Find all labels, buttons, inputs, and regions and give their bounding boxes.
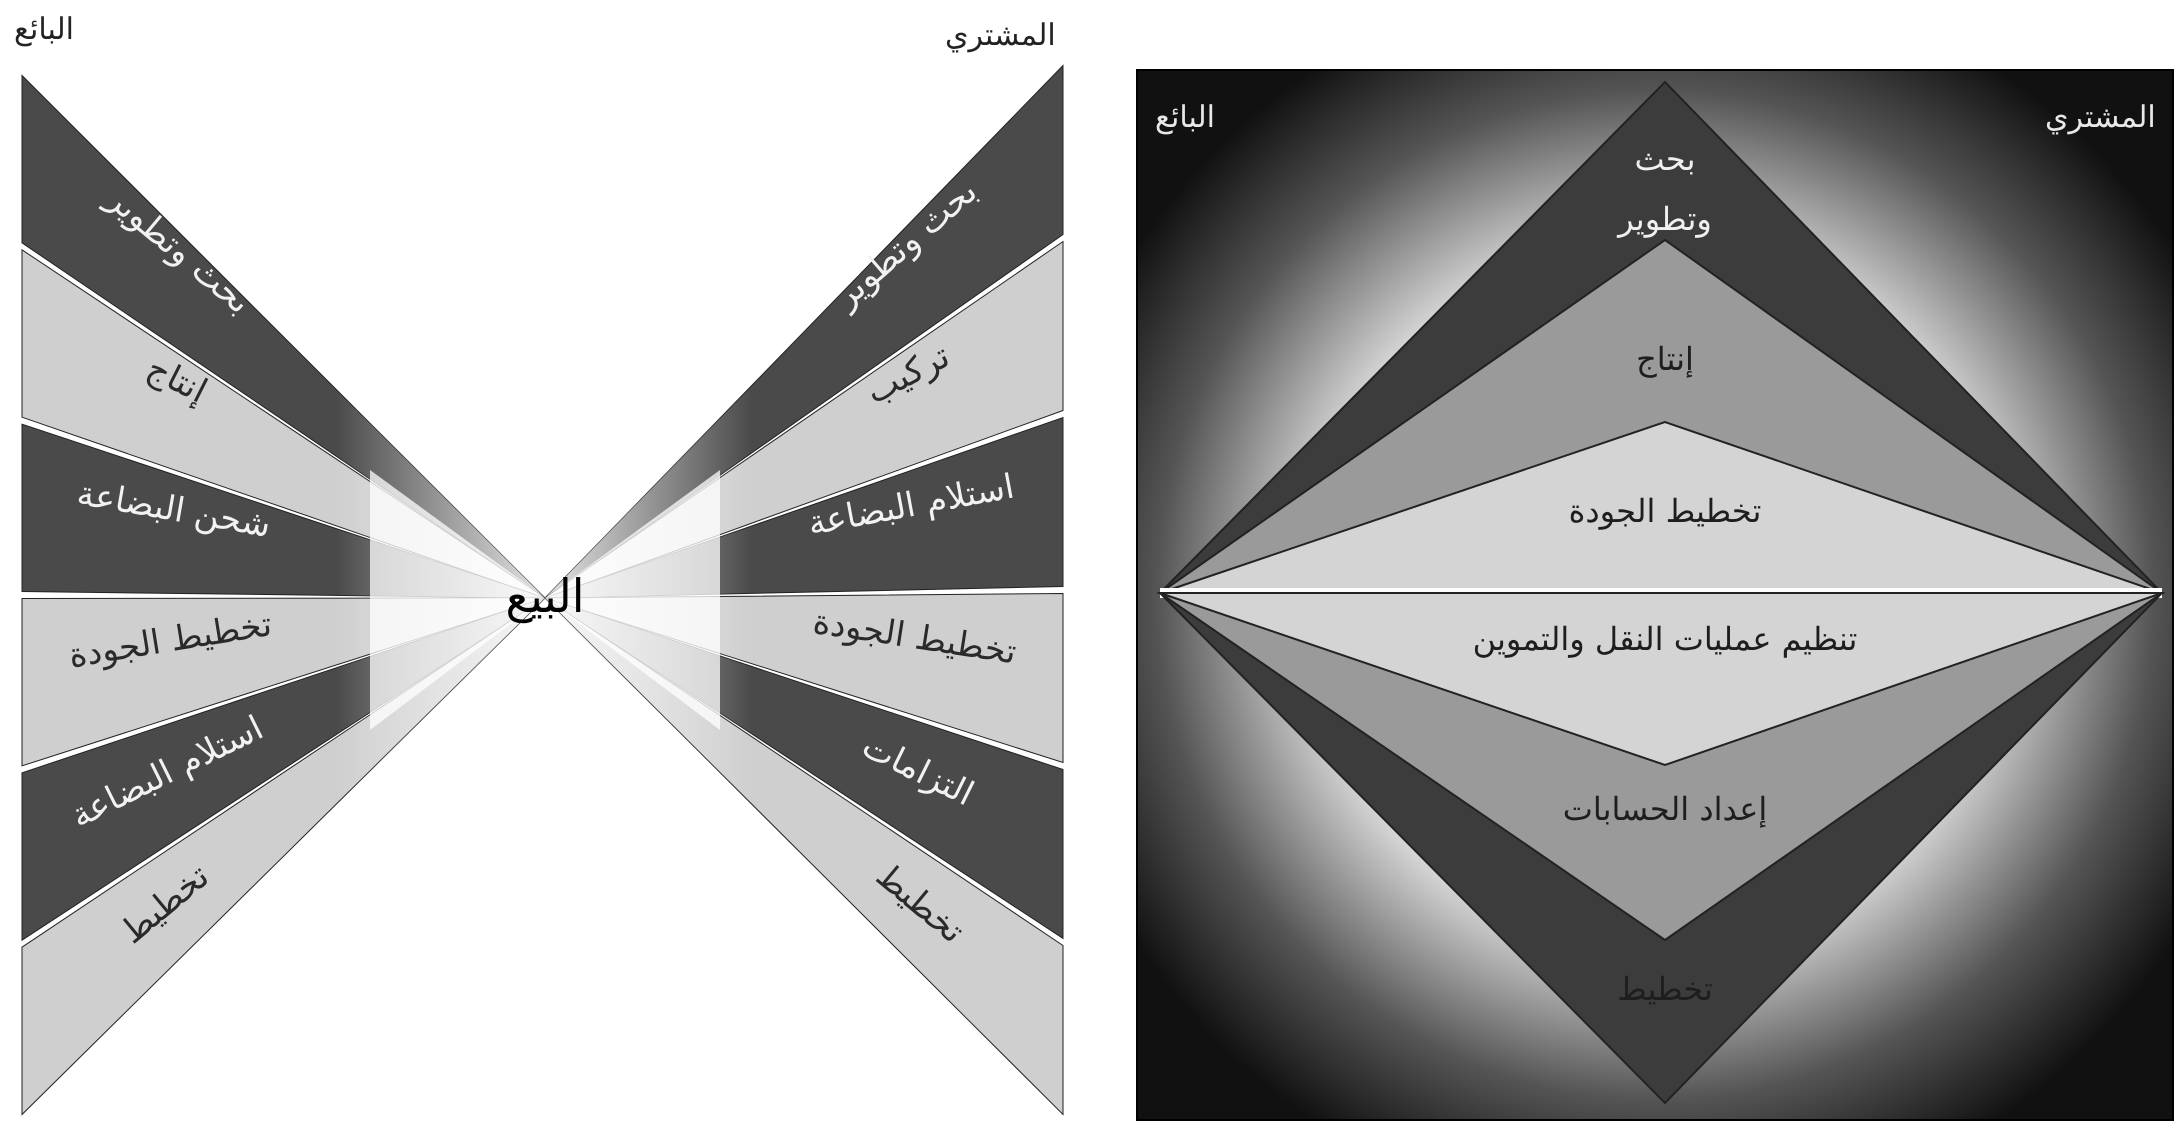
right-buyer-header: المشتري <box>2045 100 2156 135</box>
upper-layer-label: تخطيط الجودة <box>1569 492 1762 530</box>
upper-layer-label: إنتاج <box>1636 340 1694 379</box>
upper-layer-label: بحث <box>1635 140 1696 178</box>
lower-layer-label: إعداد الحسابات <box>1563 790 1767 829</box>
upper-layer-label: وتطوير <box>1616 200 1712 238</box>
sale-center-label: البيع <box>505 569 584 624</box>
lower-layer-label: تنظيم عمليات النقل والتموين <box>1473 620 1858 658</box>
lower-layer-label: تخطيط <box>1617 970 1713 1008</box>
right-layered-diagram: بحث وتطوير إنتاج تخطيط الجودة تنظيم عمليات ا… <box>1137 70 2173 1120</box>
right-seller-header: البائع <box>1155 100 1215 135</box>
left-buyer-header: المشتري <box>945 18 1056 53</box>
left-seller-header: البائع <box>14 12 74 47</box>
